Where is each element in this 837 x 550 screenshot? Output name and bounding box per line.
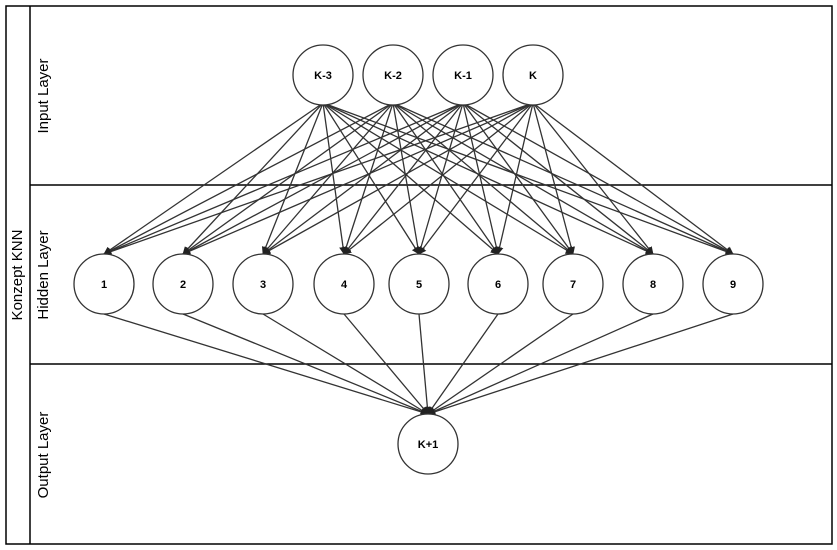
hidden-node-4: 5: [388, 253, 450, 315]
edge-input-3-hidden-6: [532, 102, 575, 255]
edge-input-2-hidden-0: [103, 102, 464, 255]
edge-hidden-1-output: [182, 313, 429, 415]
edge-input-0-hidden-8: [322, 102, 734, 256]
input-node-3: K: [502, 44, 564, 106]
edge-input-2-hidden-4: [417, 102, 464, 255]
hidden-node-7-label: 8: [650, 279, 656, 291]
hidden-node-2-circle: [232, 253, 294, 315]
pool-title: Konzept KNN: [9, 230, 26, 321]
hidden-node-4-label: 5: [416, 279, 422, 291]
hidden-node-2: 3: [232, 253, 294, 315]
input-node-1-label: K-2: [384, 70, 402, 82]
edge-input-1-hidden-4: [392, 102, 422, 255]
hidden-node-0: 1: [73, 253, 135, 315]
edge-input-1-hidden-6: [392, 102, 574, 255]
edge-hidden-2-output: [262, 313, 429, 415]
hidden-node-8-label: 9: [730, 279, 736, 291]
edge-hidden-8-output: [427, 313, 734, 416]
edge-input-3-hidden-8: [532, 102, 734, 255]
edge-input-2-hidden-5: [462, 102, 501, 255]
input-node-1-circle: [362, 44, 424, 106]
output-node-0-label: K+1: [418, 439, 439, 451]
hidden-node-3-label: 4: [341, 279, 348, 291]
edge-input-2-hidden-7: [462, 102, 654, 255]
lane-label-output: Output Layer: [35, 412, 52, 499]
output-node-0-circle: [397, 413, 459, 475]
edge-input-1-hidden-8: [392, 102, 734, 255]
edge-input-2-hidden-1: [182, 102, 464, 255]
edge-hidden-3-output: [343, 313, 429, 415]
edge-input-0-hidden-1: [182, 102, 324, 255]
edge-input-0-hidden-6: [322, 102, 574, 255]
edge-input-2-hidden-2: [262, 102, 464, 255]
input-node-2: K-1: [432, 44, 494, 106]
hidden-node-6-label: 7: [570, 279, 576, 291]
hidden-node-5-circle: [467, 253, 529, 315]
edge-hidden-6-output: [427, 313, 574, 415]
hidden-node-1: 2: [152, 253, 214, 315]
hidden-node-6: 7: [542, 253, 604, 315]
hidden-node-6-circle: [542, 253, 604, 315]
edge-hidden-4-output: [418, 313, 432, 415]
hidden-node-1-circle: [152, 253, 214, 315]
hidden-node-7: 8: [622, 253, 684, 315]
hidden-node-3: 4: [313, 253, 375, 315]
edge-input-1-hidden-3: [342, 102, 394, 255]
edge-hidden-7-output: [427, 313, 654, 415]
hidden-node-5-label: 6: [495, 279, 501, 291]
edge-input-1-hidden-5: [392, 102, 499, 255]
edge-input-0-hidden-4: [322, 102, 420, 255]
edge-input-1-hidden-0: [103, 102, 394, 255]
edge-input-1-hidden-1: [182, 102, 394, 255]
output-node-0: K+1: [397, 413, 459, 475]
edge-input-0-hidden-0: [103, 102, 324, 255]
lane-label-input: Input Layer: [35, 58, 52, 133]
hidden-node-8: 9: [702, 253, 764, 315]
input-node-1: K-2: [362, 44, 424, 106]
edge-input-0-hidden-3: [322, 102, 347, 255]
edge-input-2-hidden-6: [462, 102, 574, 255]
hidden-node-7-circle: [622, 253, 684, 315]
edge-hidden-0-output: [103, 313, 429, 416]
input-node-3-circle: [502, 44, 564, 106]
edge-hidden-5-output: [427, 313, 499, 415]
hidden-node-2-label: 3: [260, 279, 266, 291]
input-node-0-circle: [292, 44, 354, 106]
edge-input-3-hidden-3: [343, 102, 534, 255]
edge-input-2-hidden-3: [343, 102, 464, 255]
hidden-node-5: 6: [467, 253, 529, 315]
hidden-node-4-circle: [388, 253, 450, 315]
node-group: K-3 K-2 K-1 K 1 2 3 4 5 6 7 8 9K+1: [73, 44, 764, 475]
edge-input-3-hidden-5: [495, 102, 534, 255]
edge-input-1-hidden-7: [392, 102, 654, 255]
hidden-node-1-label: 2: [180, 279, 186, 291]
edge-input-2-hidden-8: [462, 102, 734, 255]
edge-input-3-hidden-0: [103, 102, 534, 256]
lane-label-hidden: Hidden Layer: [35, 230, 52, 319]
edge-input-1-hidden-2: [262, 102, 394, 255]
edge-input-3-hidden-2: [262, 102, 534, 255]
input-node-0: K-3: [292, 44, 354, 106]
edge-input-3-hidden-4: [418, 102, 534, 255]
edge-input-3-hidden-1: [182, 102, 534, 255]
pool-frame: [5, 5, 833, 545]
input-node-3-label: K: [529, 70, 537, 82]
hidden-node-0-circle: [73, 253, 135, 315]
input-node-2-label: K-1: [454, 70, 472, 82]
edge-input-3-hidden-7: [532, 102, 654, 255]
hidden-node-0-label: 1: [101, 279, 107, 291]
edge-input-0-hidden-2: [261, 102, 324, 255]
edge-group: [103, 102, 734, 416]
edge-input-0-hidden-5: [322, 102, 499, 255]
input-node-2-circle: [432, 44, 494, 106]
hidden-node-8-circle: [702, 253, 764, 315]
input-node-0-label: K-3: [314, 70, 332, 82]
edge-input-0-hidden-7: [322, 102, 654, 255]
hidden-node-3-circle: [313, 253, 375, 315]
